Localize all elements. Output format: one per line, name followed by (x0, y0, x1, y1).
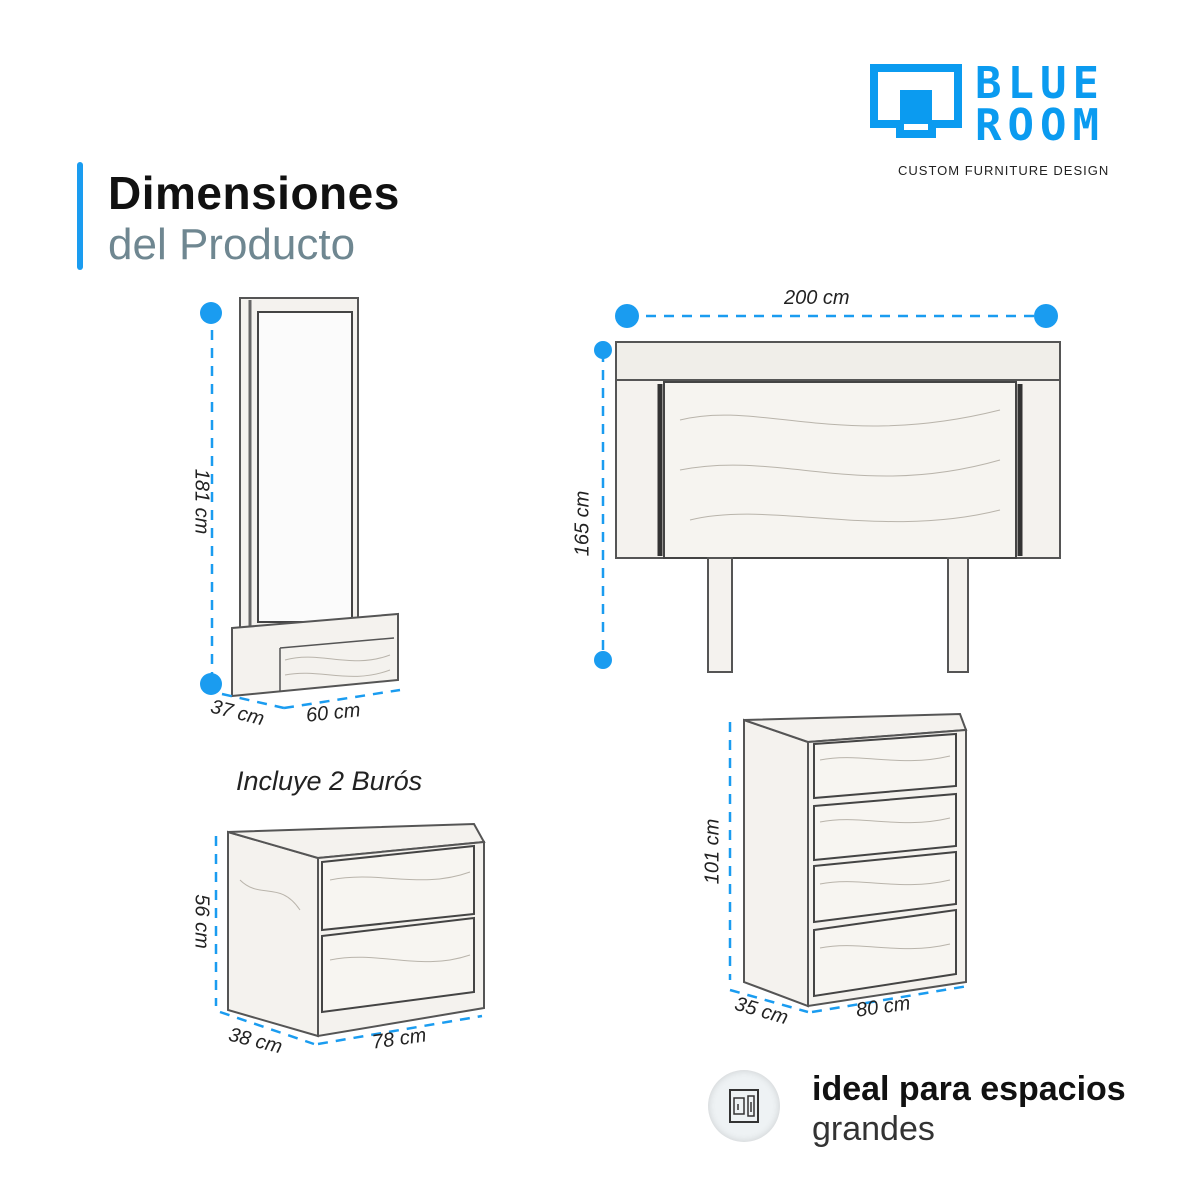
mirror-height-label: 181 cm (190, 468, 213, 535)
headboard-height-label: 165 cm (571, 490, 594, 557)
page-subtitle: del Producto (108, 220, 356, 269)
nightstand-height-label: 56 cm (190, 894, 213, 949)
nightstand-caption: Incluye 2 Burós (236, 766, 423, 796)
title-accent-bar (77, 162, 83, 270)
feature-text-bold: ideal para espacios (812, 1070, 1126, 1108)
mirror-drawing (231, 297, 399, 698)
nightstand-drawing (227, 822, 486, 1038)
dresser-drawing (743, 712, 968, 1008)
brand-mark-icon (870, 64, 962, 138)
brand-name-line1: BLUE (975, 58, 1105, 109)
brand-logo: BLUE ROOM (870, 58, 1140, 184)
brand-tagline: CUSTOM FURNITURE DESIGN (898, 163, 1110, 178)
headboard-drawing (615, 341, 1061, 673)
dresser-height-label: 101 cm (701, 818, 724, 885)
page-title: Dimensiones (108, 167, 400, 219)
room-space-icon (708, 1070, 780, 1142)
headboard-width-label: 200 cm (784, 287, 850, 309)
brand-name-line2: ROOM (975, 100, 1105, 151)
feature-text-light: grandes (812, 1110, 935, 1148)
